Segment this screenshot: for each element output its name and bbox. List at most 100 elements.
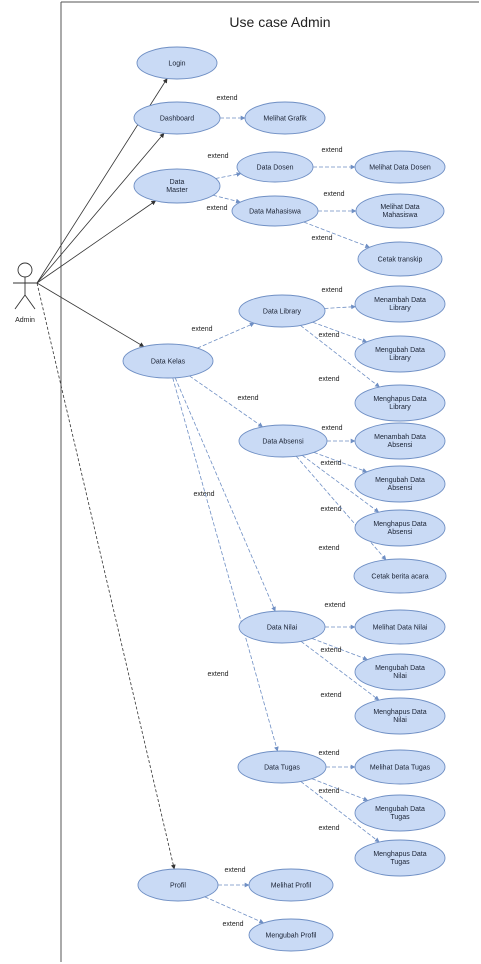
use-case-label: Data Dosen xyxy=(257,165,294,172)
actor-label: Admin xyxy=(15,317,35,324)
use-case-ellipse xyxy=(354,335,446,373)
use-case-ellipse xyxy=(133,168,221,204)
use-case-data-kelas: Data Kelas xyxy=(122,343,214,379)
use-case-cetak-transkip: Cetak transkip xyxy=(357,241,443,277)
use-case-ellipse xyxy=(231,195,319,227)
use-case-ellipse xyxy=(354,794,446,832)
extend-label: extend xyxy=(216,95,237,102)
extend-label: extend xyxy=(320,506,341,513)
extend-arrow-data-tugas-to-menghapus-data-tugas xyxy=(300,781,380,843)
use-case-ellipse xyxy=(137,868,219,902)
use-case-label: Data Absensi xyxy=(262,439,304,446)
extend-label: extend xyxy=(207,671,228,678)
use-case-melihat-data-dosen: Melihat Data Dosen xyxy=(354,150,446,184)
use-case-ellipse xyxy=(244,101,326,135)
use-case-ellipse xyxy=(354,509,446,547)
extend-label: extend xyxy=(206,205,227,212)
extend-label: extend xyxy=(191,326,212,333)
use-case-data-tugas: Data Tugas xyxy=(237,750,327,784)
use-case-profil: Profil xyxy=(137,868,219,902)
use-case-ellipse xyxy=(236,151,314,183)
use-case-ellipse xyxy=(238,424,328,458)
use-case-ellipse xyxy=(354,465,446,503)
use-case-label: Profil xyxy=(170,883,186,890)
use-case-ellipse xyxy=(238,294,326,328)
extend-arrow-data-library-to-menghapus-data-library xyxy=(300,325,380,388)
use-case-ellipse xyxy=(354,653,446,691)
use-case-ellipse xyxy=(354,384,446,422)
use-case-data-absensi: Data Absensi xyxy=(238,424,328,458)
use-case-ellipse xyxy=(354,839,446,877)
extend-arrow-data-absensi-to-menghapus-data-absensi xyxy=(302,455,380,513)
use-case-label: Cetak transkip xyxy=(378,257,423,264)
extend-label: extend xyxy=(320,647,341,654)
extend-label: extend xyxy=(323,191,344,198)
use-case-label: Melihat Data Tugas xyxy=(370,765,431,772)
use-case-ellipse xyxy=(238,610,326,644)
use-case-label: Data Kelas xyxy=(151,359,186,366)
use-case-ellipse xyxy=(136,46,218,80)
use-case-ellipse xyxy=(122,343,214,379)
use-case-mengubah-profil: Mengubah Profil xyxy=(248,918,334,952)
association-line-dashboard xyxy=(36,132,165,284)
use-case-melihat-profil: Melihat Profil xyxy=(248,868,334,902)
extend-label: extend xyxy=(222,921,243,928)
extend-arrow-profil-to-mengubah-profil xyxy=(204,896,265,924)
extend-label: extend xyxy=(318,545,339,552)
use-case-ellipse xyxy=(357,241,443,277)
extend-arrow-data-master-to-data-dosen xyxy=(215,172,242,179)
association-line-data-master xyxy=(36,200,157,284)
extend-arrow-data-master-to-data-mahasiswa xyxy=(213,194,241,204)
use-case-ellipse xyxy=(354,285,446,323)
use-case-label: Data Library xyxy=(263,309,302,316)
extend-label: extend xyxy=(311,235,332,242)
extend-label: extend xyxy=(318,332,339,339)
use-case-label: Melihat Profil xyxy=(271,883,312,890)
extend-label: extend xyxy=(321,147,342,154)
extend-label: extend xyxy=(321,287,342,294)
use-case-melihat-data-nilai: Melihat Data Nilai xyxy=(354,609,446,645)
use-case-data-mahasiswa: Data Mahasiswa xyxy=(231,195,319,227)
use-case-cetak-berita-acara: Cetak berita acara xyxy=(353,558,447,594)
actor-head xyxy=(17,262,33,278)
use-case-ellipse xyxy=(354,422,446,460)
use-case-label: Melihat Data Nilai xyxy=(373,625,428,632)
extend-label: extend xyxy=(207,153,228,160)
extend-arrow-data-nilai-to-mengubah-data-nilai xyxy=(311,638,368,661)
use-case-melihat-grafik: Melihat Grafik xyxy=(244,101,326,135)
use-case-label: Mengubah Profil xyxy=(266,933,317,940)
extend-arrow-data-library-to-menambah-data-library xyxy=(324,304,356,310)
use-case-ellipse xyxy=(354,609,446,645)
use-case-login: Login xyxy=(136,46,218,80)
use-case-ellipse xyxy=(248,918,334,952)
use-case-ellipse xyxy=(354,697,446,735)
extend-label: extend xyxy=(320,460,341,467)
use-case-data-library: Data Library xyxy=(238,294,326,328)
use-case-label: Dashboard xyxy=(160,116,194,123)
use-case-label: Data Nilai xyxy=(267,625,298,632)
use-case-label: Login xyxy=(168,61,185,68)
use-case-ellipse xyxy=(354,150,446,184)
extend-relationships: extend extend extend extend extend extend exte… xyxy=(172,95,387,928)
use-case-ellipse xyxy=(354,749,446,785)
extend-label: extend xyxy=(318,825,339,832)
extend-label: extend xyxy=(224,867,245,874)
use-case-ellipse xyxy=(355,193,445,229)
extend-label: extend xyxy=(321,425,342,432)
